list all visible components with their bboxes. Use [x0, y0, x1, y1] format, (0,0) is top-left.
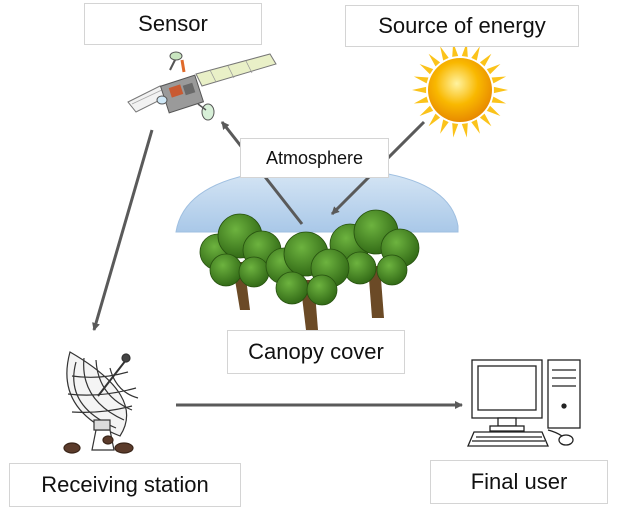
final-user-label: Final user [430, 460, 608, 504]
satellite-dish-icon [63, 351, 139, 454]
sun-ray [491, 76, 507, 84]
tree-icon [199, 209, 420, 330]
canopy-cover-label: Canopy cover [227, 330, 405, 374]
sun-ray [419, 64, 434, 75]
receiving-station-label: Receiving station [9, 463, 241, 507]
sun-icon [412, 42, 508, 138]
sun-ray [471, 119, 480, 134]
atmosphere-label: Atmosphere [240, 138, 389, 178]
sun-ray [479, 53, 492, 67]
sun-ray [440, 46, 449, 61]
sun-ray [493, 86, 508, 94]
sun-ray [413, 76, 429, 84]
sun-ray [440, 119, 449, 134]
sun-ray [428, 53, 441, 67]
sun-ray [486, 105, 501, 116]
arrow-sensor-to-receiving [92, 129, 154, 331]
sun-ray [479, 113, 492, 127]
computer-icon [467, 359, 581, 447]
source-of-energy-label: Source of energy [345, 5, 579, 47]
sun-ray [413, 96, 429, 104]
sun-ray [486, 64, 501, 75]
sun-ray [461, 123, 468, 138]
sun-ray [491, 96, 507, 104]
sun-ray [428, 113, 441, 127]
sun-ray [452, 123, 459, 138]
sun-ray [412, 86, 427, 94]
sensor-label: Sensor [84, 3, 262, 45]
sun-ray [419, 105, 434, 116]
sun-ray [471, 46, 480, 61]
satellite-icon [127, 51, 277, 121]
